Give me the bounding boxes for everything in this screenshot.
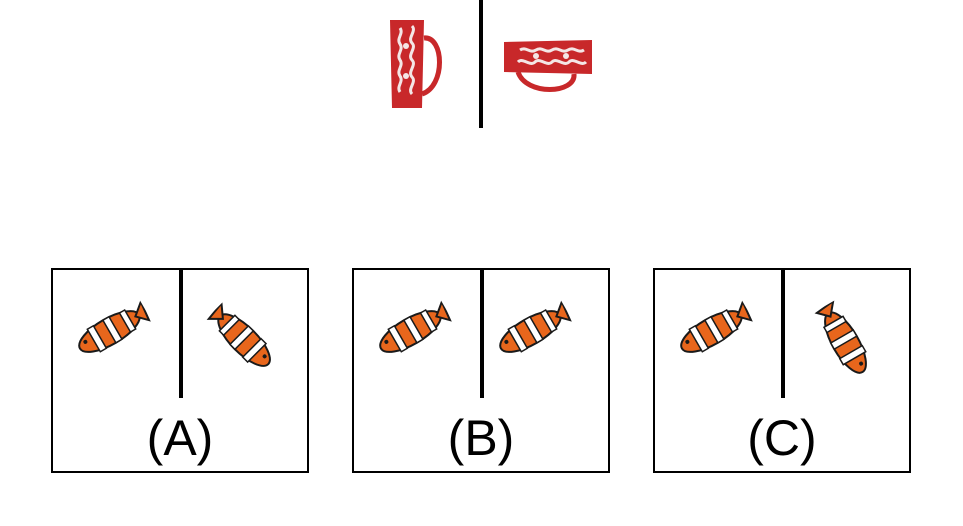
option-divider xyxy=(781,270,785,398)
clownfish-icon xyxy=(369,293,457,367)
red-mug-rotated-icon xyxy=(500,34,596,94)
clownfish-icon xyxy=(489,293,577,367)
option-b[interactable]: (B) xyxy=(352,268,610,473)
option-label: (A) xyxy=(146,410,214,466)
red-mug-upright-icon xyxy=(384,16,444,110)
reference-divider xyxy=(479,0,483,128)
option-divider xyxy=(179,270,183,398)
clownfish-rotated-icon xyxy=(200,296,283,379)
option-label: (B) xyxy=(447,410,515,466)
option-a[interactable]: (A) xyxy=(51,268,309,473)
clownfish-icon xyxy=(670,293,758,367)
clownfish-rotated-icon xyxy=(807,296,881,384)
option-divider xyxy=(480,270,484,398)
option-c[interactable]: (C) xyxy=(653,268,911,473)
option-label: (C) xyxy=(747,410,817,466)
clownfish-icon xyxy=(68,293,156,367)
reference-pair xyxy=(0,0,963,130)
